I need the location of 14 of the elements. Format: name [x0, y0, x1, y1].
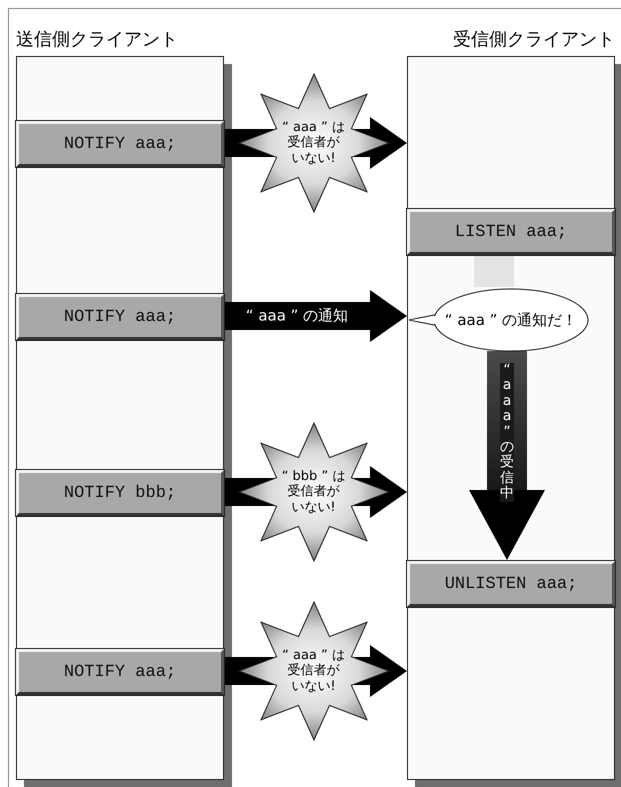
starburst-callout: “ bbb ” は受信者がいない! [238, 423, 388, 561]
column-heading: 送信側クライアント [16, 28, 179, 52]
starburst-callout: “ aaa ” は受信者がいない! [238, 74, 388, 212]
block-arrow [224, 290, 407, 342]
column-heading: 受信側クライアント [452, 28, 615, 52]
command-bar: NOTIFY aaa; [16, 121, 224, 167]
command-bar: NOTIFY aaa; [16, 294, 224, 340]
block-arrow [469, 351, 545, 560]
command-bar: UNLISTEN aaa; [407, 561, 615, 607]
command-bar: LISTEN aaa; [407, 209, 615, 255]
command-bar: NOTIFY aaa; [16, 649, 224, 695]
command-bar: NOTIFY bbb; [16, 470, 224, 516]
starburst-callout: “ aaa ” は受信者がいない! [238, 602, 388, 740]
edge-label: “ aaa ” の受信中 [500, 363, 514, 502]
